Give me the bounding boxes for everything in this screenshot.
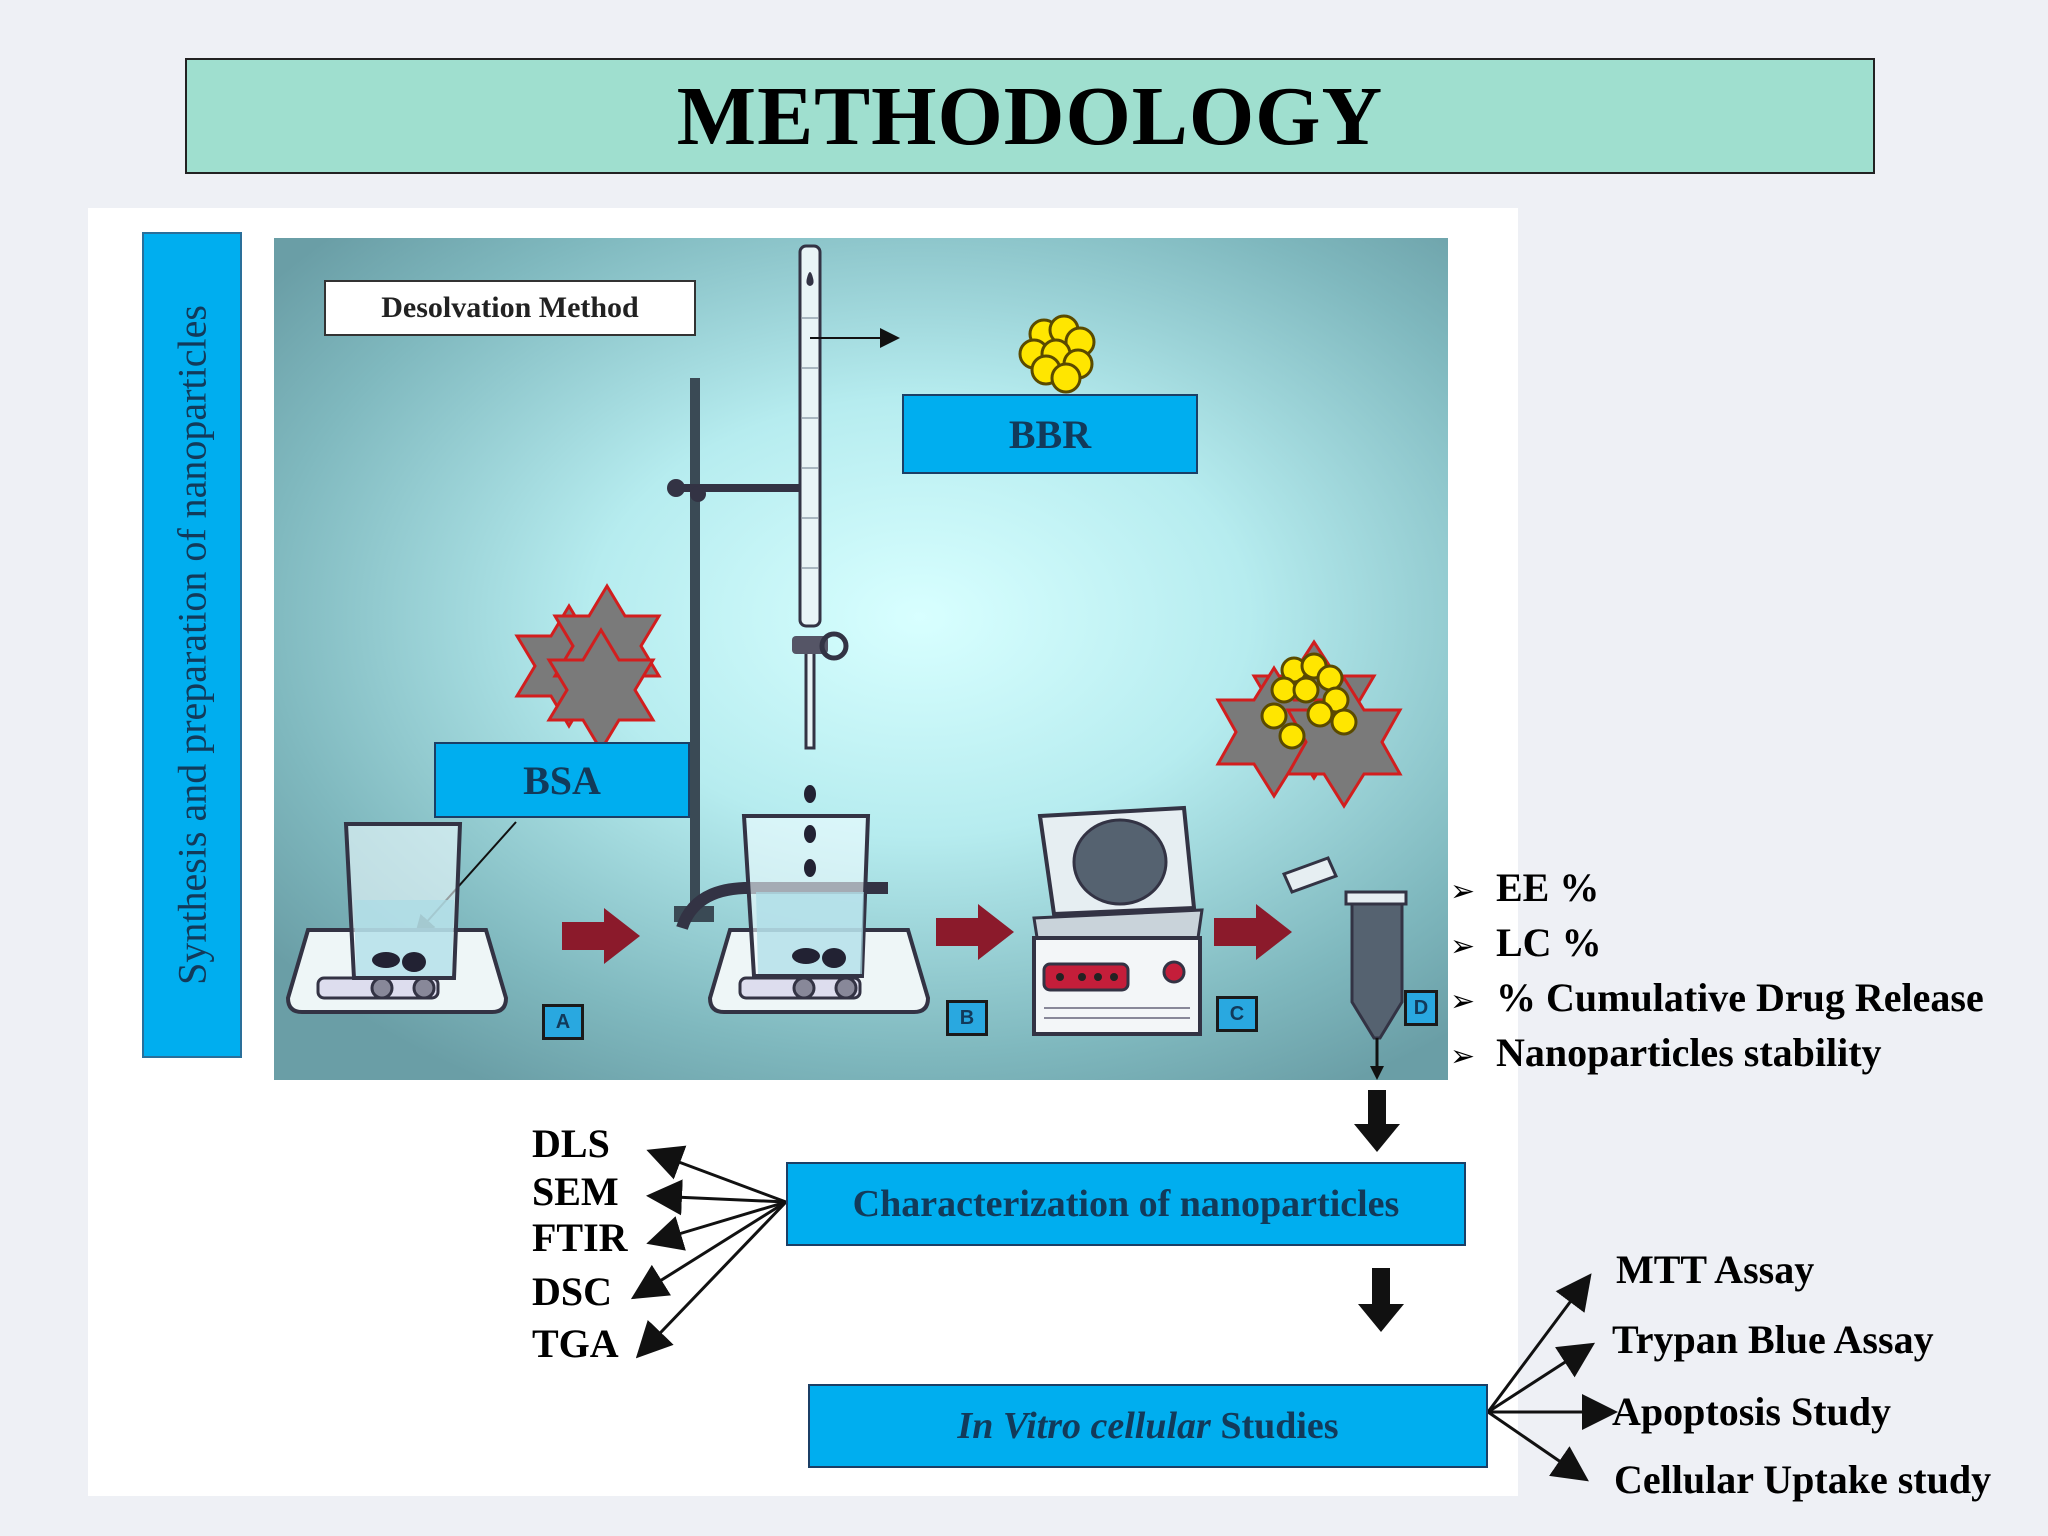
metric-label: LC % <box>1496 920 1602 965</box>
step-tag-d: D <box>1404 990 1438 1026</box>
assay-label: Cellular Uptake study <box>1614 1457 1992 1502</box>
arrow-bullet-icon: ➢ <box>1450 984 1476 1019</box>
technique-label: DLS <box>532 1121 610 1166</box>
step-tag-a: A <box>542 1004 584 1040</box>
step-tag-c: C <box>1216 996 1258 1032</box>
arrow-bullet-icon: ➢ <box>1450 929 1476 964</box>
method-label: Desolvation Method <box>324 280 696 336</box>
bbr-particles-icon <box>1018 314 1096 394</box>
down-arrow-icon <box>1358 1268 1404 1332</box>
burette-icon <box>792 244 900 750</box>
invitro-connectors <box>1486 1273 1618 1482</box>
desolvation-scene: Desolvation Method BBR BSA A B C D <box>274 238 1448 1080</box>
technique-label: TGA <box>532 1321 619 1366</box>
bbr-label: BBR <box>902 394 1198 474</box>
invitro-label-italic: In Vitro cellular <box>957 1405 1211 1447</box>
invitro-label-rest: Studies <box>1210 1405 1339 1447</box>
metric-item: ➢ Nanoparticles stability <box>1450 1027 1984 1082</box>
technique-label: FTIR <box>532 1215 628 1260</box>
metric-item: ➢ LC % <box>1450 917 1984 972</box>
arrow-bullet-icon: ➢ <box>1450 1039 1476 1074</box>
bsa-protein-icon <box>514 583 662 753</box>
technique-label: SEM <box>532 1169 619 1214</box>
step-tag-b: B <box>946 1000 988 1036</box>
assay-label: MTT Assay <box>1616 1247 1815 1292</box>
stirrer-beaker-a <box>285 822 509 1014</box>
stirrer-beaker-b <box>707 785 931 1014</box>
lab-illustration <box>285 244 1408 1080</box>
assay-label: Trypan Blue Assay <box>1612 1317 1934 1362</box>
metric-label: EE % <box>1496 865 1600 910</box>
title-banner: METHODOLOGY <box>185 58 1875 174</box>
down-arrow-icon <box>1354 1090 1400 1152</box>
bsa-label: BSA <box>434 742 690 818</box>
characterization-box: Characterization of nanoparticles <box>786 1162 1466 1246</box>
metric-item: ➢ EE % <box>1450 862 1984 917</box>
technique-label: DSC <box>532 1269 613 1314</box>
metric-label: % Cumulative Drug Release <box>1496 975 1984 1020</box>
retort-stand <box>667 378 888 931</box>
invitro-studies-box: In Vitro cellular Studies <box>808 1384 1488 1468</box>
page-title: METHODOLOGY <box>676 69 1384 163</box>
evaluation-metrics-list: ➢ EE % ➢ LC % ➢ % Cumulative Drug Release ➢… <box>1450 862 1984 1082</box>
metric-item: ➢ % Cumulative Drug Release <box>1450 972 1984 1027</box>
centrifuge-icon <box>1032 805 1204 1036</box>
characterization-connectors <box>630 1145 788 1359</box>
metric-label: Nanoparticles stability <box>1496 1030 1882 1075</box>
synthesis-side-label: Synthesis and preparation of nanoparticl… <box>142 232 242 1058</box>
centrifuge-tube-icon <box>1281 856 1408 1080</box>
arrow-bullet-icon: ➢ <box>1450 874 1476 909</box>
flow-arrows <box>562 904 1292 964</box>
assay-label: Apoptosis Study <box>1612 1389 1892 1434</box>
nanoparticle-complex-icon <box>1215 639 1403 809</box>
